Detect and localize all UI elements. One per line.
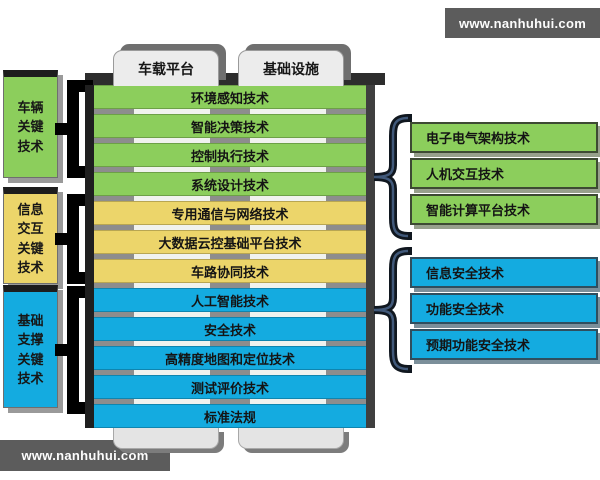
stack-bar: 环境感知技术 [94, 85, 366, 109]
stack-gap [94, 399, 366, 404]
stack-bar: 专用通信与网络技术 [94, 201, 366, 225]
right-box-sotif: 预期功能安全技术 [410, 329, 598, 360]
stack-gap [94, 283, 366, 288]
left-label-basic-support-key-tech: 基础 支撑 关键 技术 [3, 285, 58, 408]
tech-stack: 环境感知技术 智能决策技术 控制执行技术 系统设计技术 专用通信与网络技术 大数… [85, 85, 375, 428]
stack-bar: 标准法规 [94, 404, 366, 428]
right-box-functional-safety: 功能安全技术 [410, 293, 598, 324]
left-label-info-interaction-key-tech: 信息 交互 关键 技术 [3, 187, 58, 284]
bracket-connector-basic [55, 286, 93, 414]
stack-gap [94, 109, 366, 114]
stack-bar: 人工智能技术 [94, 288, 366, 312]
stack-bar: 安全技术 [94, 317, 366, 341]
header-tab-infrastructure: 基础设施 [238, 50, 344, 86]
header-tab-vehicle-platform: 车载平台 [113, 50, 219, 86]
stack-bar: 控制执行技术 [94, 143, 366, 167]
stack-bar: 大数据云控基础平台技术 [94, 230, 366, 254]
bottom-tab-vehicle-platform [113, 428, 219, 449]
stack-bar: 智能决策技术 [94, 114, 366, 138]
bottom-tab-infrastructure [238, 428, 344, 449]
stack-gap [94, 312, 366, 317]
stack-gap [94, 196, 366, 201]
right-box-information-security: 信息安全技术 [410, 257, 598, 288]
stack-gap [94, 138, 366, 143]
stack-bar: 测试评价技术 [94, 375, 366, 399]
stack-gap [94, 225, 366, 230]
stack-gap [94, 167, 366, 172]
right-box-hmi: 人机交互技术 [410, 158, 598, 189]
stack-bar: 系统设计技术 [94, 172, 366, 196]
stack-gap [94, 370, 366, 375]
watermark-bottom: www.nanhuhui.com [0, 440, 170, 471]
left-label-vehicle-key-tech: 车辆 关键 技术 [3, 70, 58, 178]
watermark-top: www.nanhuhui.com [445, 8, 600, 38]
brace-connector-green-group [373, 113, 412, 241]
right-box-ee-architecture: 电子电气架构技术 [410, 122, 598, 153]
stack-gap [94, 341, 366, 346]
right-box-intelligent-computing-platform: 智能计算平台技术 [410, 194, 598, 225]
stack-bar: 车路协同技术 [94, 259, 366, 283]
stack-gap [94, 254, 366, 259]
brace-connector-blue-group [373, 246, 412, 374]
stack-bar: 高精度地图和定位技术 [94, 346, 366, 370]
